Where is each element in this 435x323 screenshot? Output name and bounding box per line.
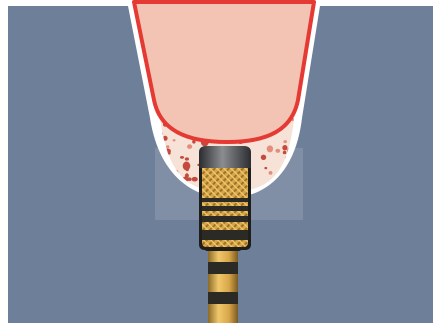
body-band: [202, 216, 248, 222]
shaft-band: [208, 262, 238, 274]
drill-tip: [199, 146, 251, 168]
shaft-band: [208, 292, 238, 304]
bone-spot: [269, 171, 273, 175]
bone-spot: [264, 167, 267, 169]
body-band: [202, 206, 248, 211]
bone-spot: [187, 144, 192, 149]
body-band: [202, 198, 248, 202]
bone-spot: [185, 157, 189, 160]
bone-spot: [275, 149, 280, 153]
drill-shaft: [208, 246, 238, 323]
bone-spot: [192, 177, 198, 182]
bone-spot: [282, 145, 287, 150]
bone-spot: [180, 156, 184, 159]
bone-spot: [166, 145, 169, 148]
body-band: [202, 230, 248, 240]
bone-spot: [283, 151, 287, 155]
bone-spot: [173, 139, 176, 141]
bone-spot: [267, 145, 273, 152]
bone-spot: [261, 155, 266, 160]
bone-spot: [283, 140, 287, 143]
bone-spot: [183, 162, 191, 171]
